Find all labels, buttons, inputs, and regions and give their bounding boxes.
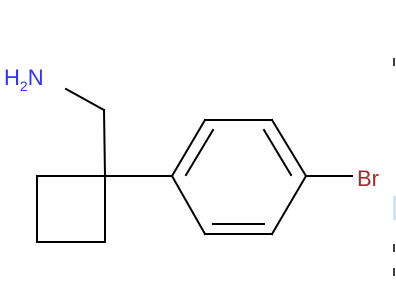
amine-label: H2N: [4, 65, 44, 94]
bond-n-ch2: [64, 87, 106, 112]
bond-ar-3: [270, 118, 308, 178]
bond-ar-6: [170, 174, 207, 236]
edge-accent: [393, 196, 396, 220]
bond-ar-double-1: [184, 128, 215, 177]
bond-ar-1: [170, 118, 207, 178]
bond-ar-double-2: [262, 128, 293, 177]
amine-h: H: [4, 65, 20, 90]
bromine-label: Br: [357, 166, 379, 191]
amine-subscript: 2: [20, 78, 28, 94]
bond-ch2-cq: [102, 108, 107, 178]
amine-n: N: [28, 65, 44, 90]
bond-ar-4: [270, 174, 308, 236]
